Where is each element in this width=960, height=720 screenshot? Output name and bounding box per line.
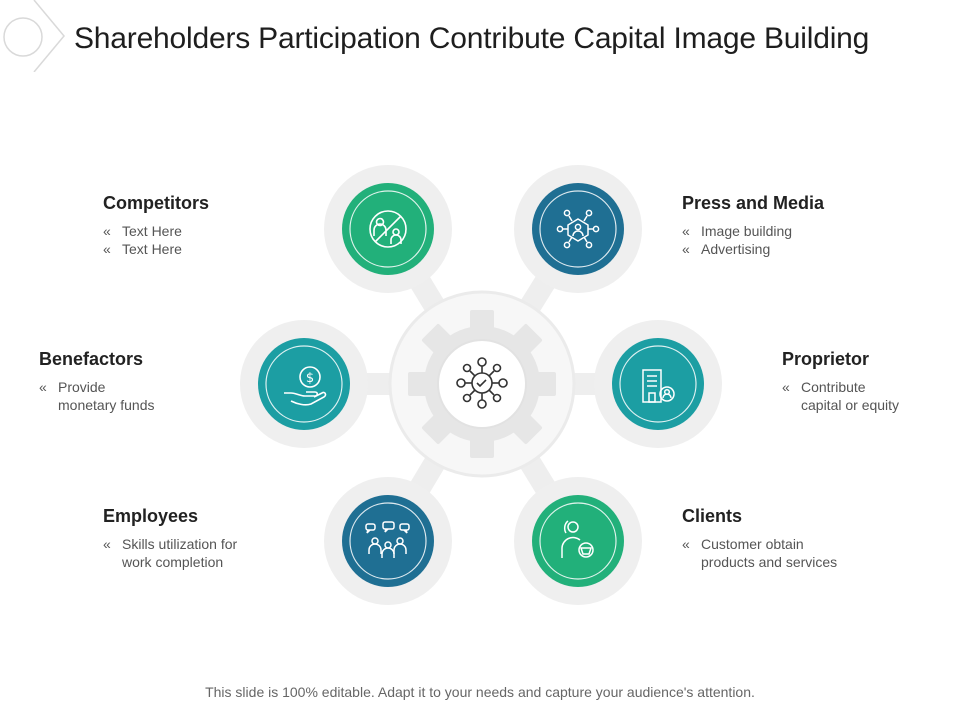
stakeholder-title: Proprietor: [782, 349, 870, 369]
node-employees: [324, 477, 452, 605]
stakeholder-benefactors: Benefactors Provide monetary funds: [39, 349, 239, 414]
bullet-line: capital or equity: [801, 397, 900, 413]
bullet-item: Text Here: [103, 222, 303, 240]
bullet-list: Text Here Text Here: [103, 222, 303, 258]
node-competitors: [324, 165, 452, 293]
customer-basket-icon: [561, 520, 594, 558]
bullet-line: products and services: [701, 554, 838, 570]
bullet-list: Customer obtain products and services: [682, 535, 902, 571]
stakeholder-title: Press and Media: [682, 193, 825, 213]
building-owner-icon: [642, 369, 675, 403]
team-discussion-icon: [365, 521, 410, 558]
corner-decoration: [3, 0, 65, 72]
center-hub: [388, 290, 576, 478]
stakeholder-title: Competitors: [103, 193, 210, 213]
bullet-item: Skills utilization for work completion: [103, 535, 303, 571]
bullet-line: Skills utilization for: [122, 536, 238, 552]
bullet-item: Text Here: [103, 240, 303, 258]
stakeholder-competitors: Competitors Text Here Text Here: [103, 193, 303, 258]
gear-network-icon: [456, 357, 508, 409]
bullet-line: Contribute: [801, 379, 866, 395]
bullet-list: Contribute capital or equity: [782, 378, 952, 414]
bullet-item: Image building: [682, 222, 902, 240]
bullet-list: Image building Advertising: [682, 222, 902, 258]
node-clients: [514, 477, 642, 605]
svg-text:$: $: [306, 371, 314, 386]
node-press-and-media: [514, 165, 642, 293]
bullet-item: Provide monetary funds: [39, 378, 239, 414]
bullet-item: Advertising: [682, 240, 902, 258]
node-benefactors: $: [240, 320, 368, 448]
no-competition-icon: [369, 210, 407, 248]
footer-note: This slide is 100% editable. Adapt it to…: [205, 684, 755, 700]
bullet-list: Provide monetary funds: [39, 378, 239, 414]
hand-dollar-icon: $: [284, 366, 327, 406]
stakeholder-title: Benefactors: [39, 349, 144, 369]
bullet-line: monetary funds: [58, 397, 155, 413]
page-title: Shareholders Participation Contribute Ca…: [74, 22, 870, 55]
stakeholder-title: Clients: [682, 506, 743, 526]
stakeholder-press-and-media: Press and Media Image building Advertisi…: [682, 193, 902, 258]
stakeholder-employees: Employees Skills utilization for work co…: [103, 506, 303, 571]
stakeholder-clients: Clients Customer obtain products and ser…: [682, 506, 902, 571]
bullet-list: Skills utilization for work completion: [103, 535, 303, 571]
node-proprietor: [594, 320, 722, 448]
stakeholder-title: Employees: [103, 506, 199, 526]
bullet-item: Contribute capital or equity: [782, 378, 952, 414]
bullet-line: Provide: [58, 379, 106, 395]
bullet-item: Customer obtain products and services: [682, 535, 902, 571]
stakeholder-proprietor: Proprietor Contribute capital or equity: [782, 349, 952, 414]
bullet-line: work completion: [122, 554, 224, 570]
bullet-line: Customer obtain: [701, 536, 804, 552]
network-people-icon: [556, 209, 600, 249]
